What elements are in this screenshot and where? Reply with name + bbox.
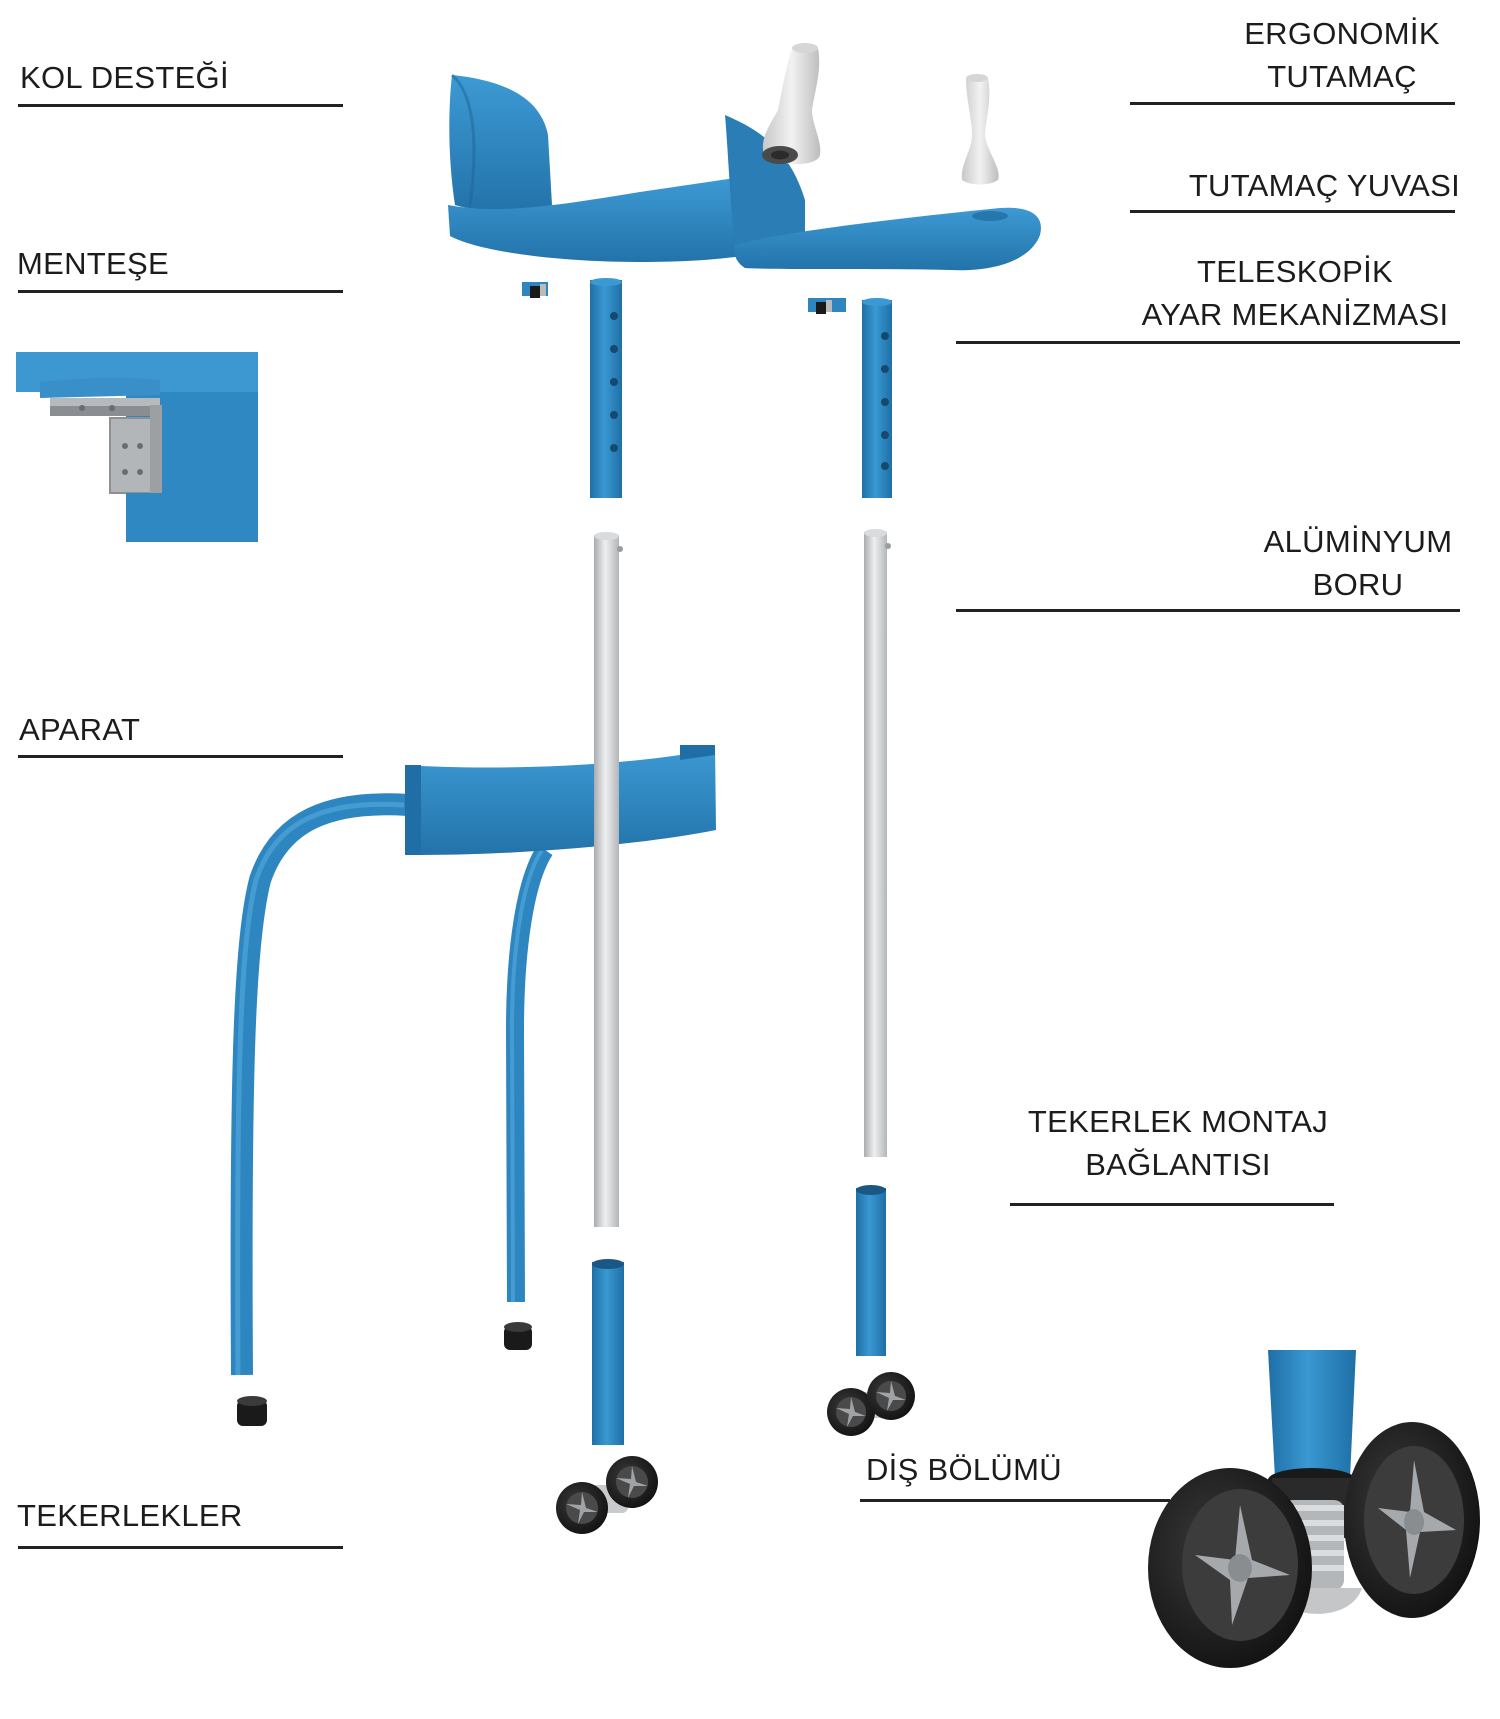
label-wheel-mount-line1: TEKERLEK MONTAJ [1027,1104,1329,1139]
aluminum-tube-left [594,532,623,1227]
ergonomic-handle-secondary [961,74,999,185]
label-wheel-mount-line2: BAĞLANTISI [1085,1147,1271,1182]
ergonomic-handle-main [762,43,821,165]
rule-arm-support [18,104,343,107]
label-wheel-mount: TEKERLEK MONTAJ BAĞLANTISI [1008,1100,1348,1186]
wheel-mount-left [592,1259,624,1445]
handle-socket-plate [734,207,1041,271]
rule-apparatus [18,755,343,758]
telescopic-tube-right [862,298,892,498]
wheel-mount-right [856,1185,886,1356]
rule-aluminum-tube [956,609,1460,612]
rule-wheel-mount [1010,1203,1334,1206]
label-telescopic: TELESKOPİK AYAR MEKANİZMASI [1125,250,1465,336]
apparatus-band [405,745,716,855]
apparatus-legs [230,793,553,1376]
thread-wheel-left [1148,1468,1312,1668]
label-handle-socket: TUTAMAÇ YUVASI [1188,168,1460,203]
rule-thread-section [860,1499,1170,1502]
label-ergonomic-handle: ERGONOMİK TUTAMAÇ [1222,12,1462,98]
wheels-right-pair [827,1372,915,1436]
rule-telescopic [956,341,1460,344]
label-wheels: TEKERLEKLER [17,1498,243,1533]
telescopic-tube-left [590,278,622,498]
arm-support-cuff [448,73,805,262]
label-apparatus: APARAT [19,712,141,747]
label-thread-section: DİŞ BÖLÜMÜ [866,1452,1062,1487]
rule-ergonomic-handle [1130,102,1455,105]
label-aluminum-tube-line1: ALÜMİNYUM [1263,524,1453,559]
label-aluminum-tube-line2: BORU [1312,567,1404,602]
thread-wheel-right [1344,1422,1480,1618]
label-telescopic-line1: TELESKOPİK [1197,254,1393,289]
label-telescopic-line2: AYAR MEKANİZMASI [1141,297,1449,332]
rule-hinge [18,290,343,293]
hinge-detail-inset [16,352,258,542]
hinge-small-right [808,298,846,314]
thread-detail-view [1148,1350,1480,1668]
rule-wheels [18,1546,343,1549]
label-hinge: MENTEŞE [17,246,169,281]
label-arm-support: KOL DESTEĞİ [20,60,229,95]
rubber-tips [237,1322,532,1426]
label-aluminum-tube: ALÜMİNYUM BORU [1238,520,1478,606]
label-ergonomic-handle-line2: TUTAMAÇ [1267,59,1417,94]
rule-handle-socket [1130,210,1455,213]
wheels-left-pair [556,1456,658,1534]
hinge-small-left [522,282,548,298]
label-ergonomic-handle-line1: ERGONOMİK [1244,16,1440,51]
aluminum-tube-right [864,529,891,1157]
